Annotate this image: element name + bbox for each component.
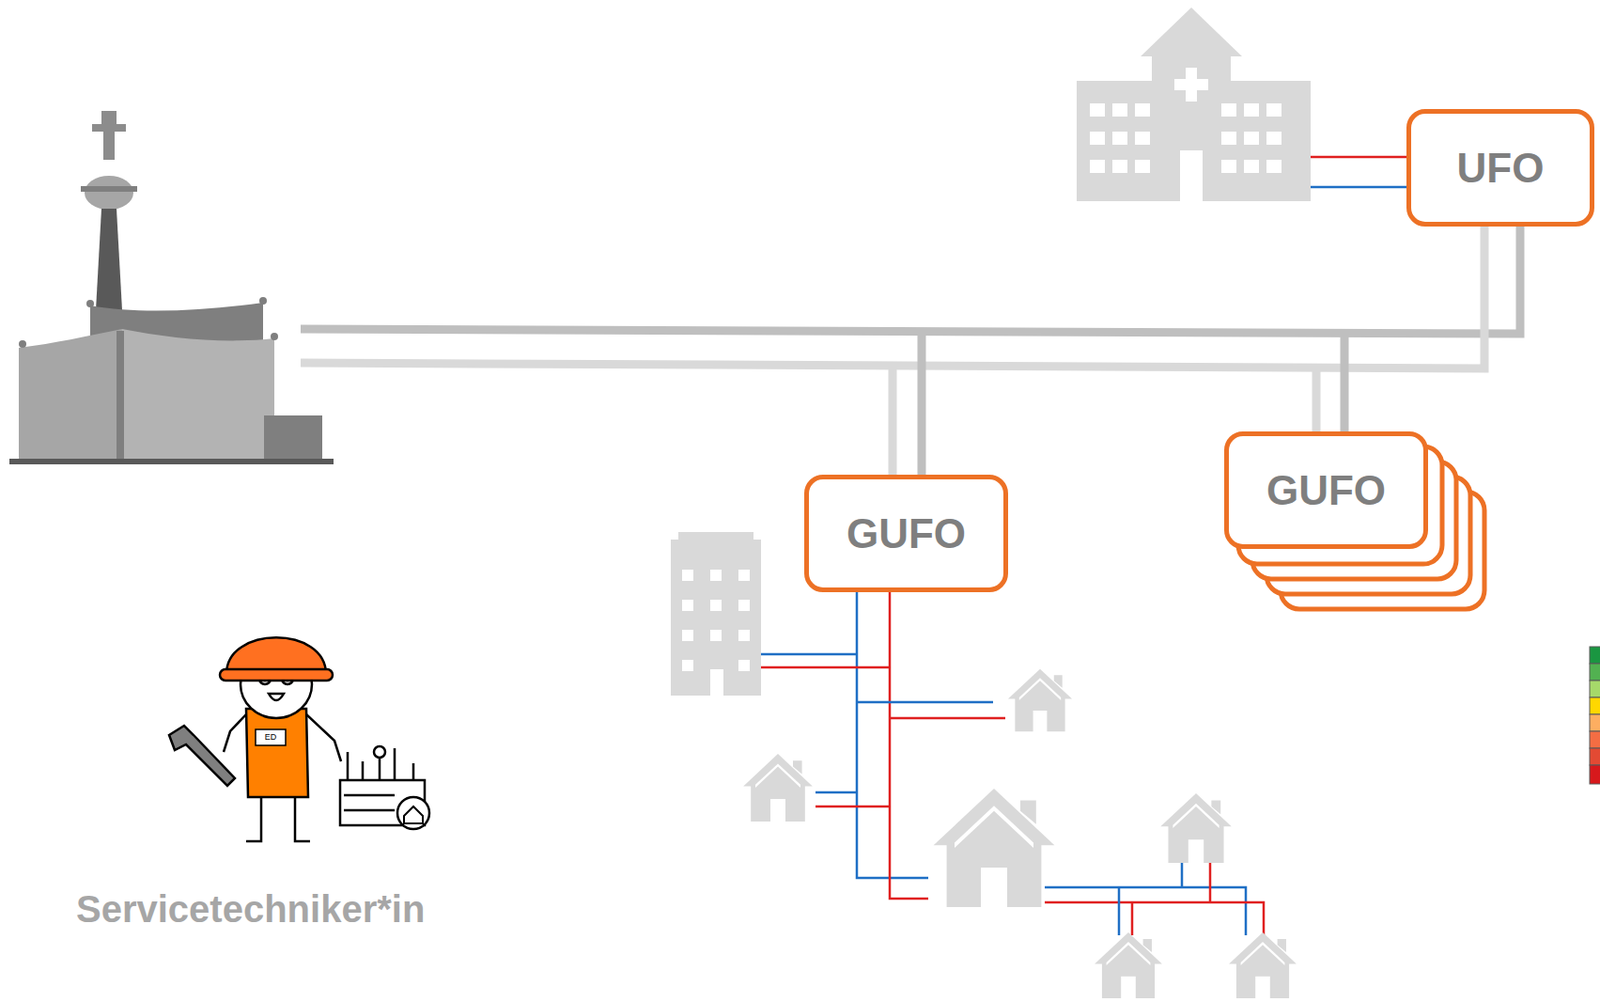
box-label: GUFO [846,510,966,558]
distribution-grid [761,591,1264,935]
gufo-box: GUFO [804,474,1009,592]
buildings [670,531,1297,998]
box-label: GUFO [1266,466,1386,514]
role-label: Servicetechniker*in [76,887,425,931]
ufo-box: UFO [1406,108,1595,227]
hospital [1076,7,1407,202]
box-label: UFO [1457,144,1545,192]
color-scale [1589,646,1600,784]
technician-figure [169,636,430,841]
power-plant [9,110,334,465]
badge-text: ED [255,729,286,746]
gufo-box: GUFO [1224,431,1429,549]
